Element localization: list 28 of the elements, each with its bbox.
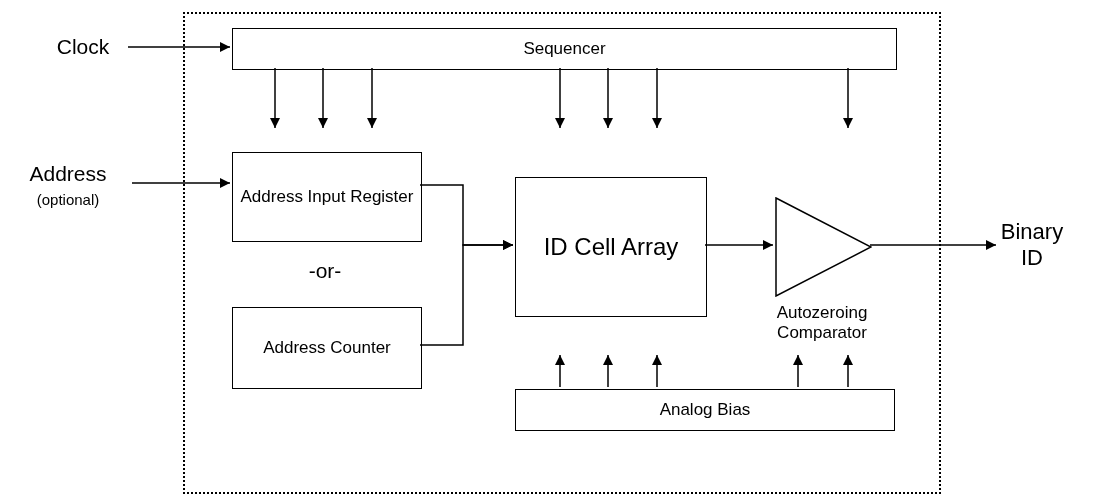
output-label: Binary ID bbox=[996, 211, 1068, 279]
note-label: -or- bbox=[307, 258, 343, 284]
process-box: Analog Bias bbox=[515, 389, 895, 431]
input-label: Address (optional) bbox=[4, 156, 132, 214]
arrow bbox=[367, 67, 377, 129]
arrow bbox=[127, 42, 231, 52]
process-box: ID Cell Array bbox=[515, 177, 707, 317]
arrow bbox=[793, 354, 803, 388]
system-boundary bbox=[183, 12, 941, 494]
input-label: Clock bbox=[38, 31, 128, 63]
arrow bbox=[270, 67, 280, 129]
process-box: Sequencer bbox=[232, 28, 897, 70]
process-box: Address Counter bbox=[232, 307, 422, 389]
arrow bbox=[555, 67, 565, 129]
arrow bbox=[419, 240, 514, 346]
arrow bbox=[318, 67, 328, 129]
arrow bbox=[603, 67, 613, 129]
arrow bbox=[652, 354, 662, 388]
arrow bbox=[843, 354, 853, 388]
arrow bbox=[843, 67, 853, 129]
arrow bbox=[603, 354, 613, 388]
arrow bbox=[555, 354, 565, 388]
arrow bbox=[869, 240, 997, 250]
arrow bbox=[704, 240, 774, 250]
component-label: Autozeroing Comparator bbox=[775, 303, 869, 344]
process-box: Address Input Register bbox=[232, 152, 422, 242]
arrow bbox=[652, 67, 662, 129]
arrow bbox=[131, 178, 231, 188]
